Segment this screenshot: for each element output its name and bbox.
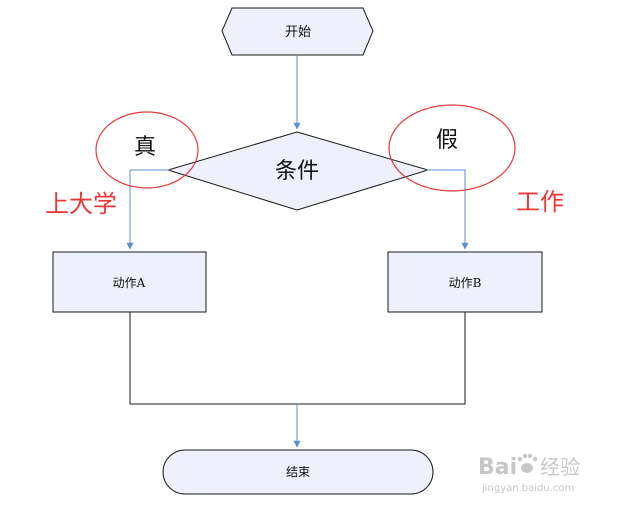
action-b-label: 动作B — [449, 276, 482, 290]
true-label: 真 — [134, 135, 156, 160]
watermark-suffix: 经验 — [540, 455, 580, 479]
watermark-brand: Bai — [478, 455, 517, 480]
condition-node: 条件 — [166, 131, 430, 211]
true-highlight-circle — [95, 111, 199, 189]
action-a-label: 动作A — [113, 276, 146, 290]
watermark-url: jingyan.baidu.com — [481, 483, 574, 494]
end-label: 结束 — [286, 465, 310, 479]
false-annotation: 工作 — [516, 188, 564, 216]
true-annotation: 上大学 — [45, 190, 117, 218]
merge-line — [129, 312, 466, 405]
start-node: 开始 — [221, 7, 374, 56]
action-b-node: 动作B — [387, 251, 543, 313]
baidu-watermark: Bai 经验 jingyan.baidu.com — [478, 453, 580, 494]
action-a-node: 动作A — [52, 251, 207, 313]
arrow-condition-to-action-a — [126, 169, 170, 250]
start-label: 开始 — [285, 25, 311, 40]
arrow-condition-to-action-b — [426, 169, 469, 250]
condition-label: 条件 — [275, 159, 319, 184]
false-highlight-circle — [388, 104, 516, 192]
false-label: 假 — [436, 128, 458, 153]
end-node: 结束 — [162, 449, 434, 495]
paw-icon — [517, 453, 538, 473]
